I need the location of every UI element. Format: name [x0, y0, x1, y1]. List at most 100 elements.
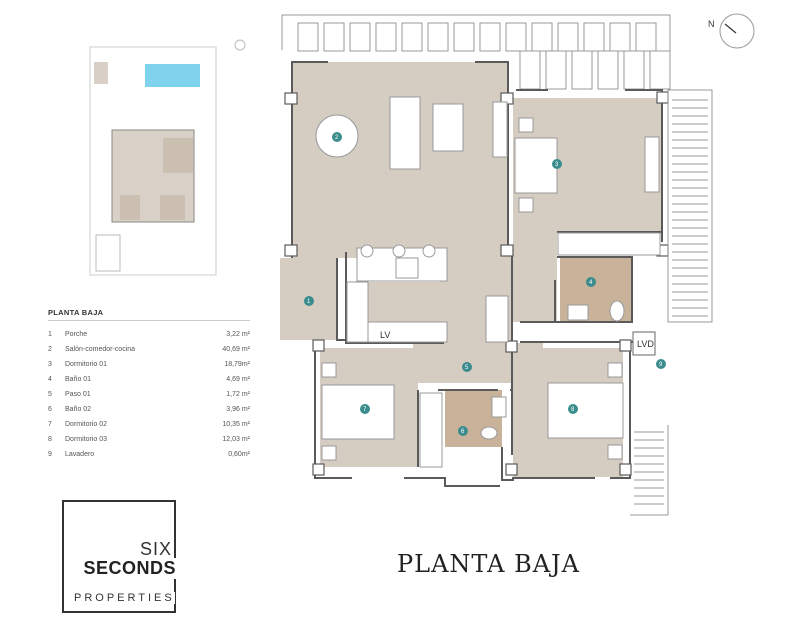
pergola-slat: [545, 50, 567, 90]
pergola-slat: [571, 50, 593, 90]
room-number: 8: [48, 436, 52, 443]
pergola-slat: [297, 22, 319, 52]
stairs: [630, 89, 713, 516]
room-number: 1: [48, 331, 52, 338]
legend-row: 7 Dormitorio 02 10,35 m²: [48, 417, 250, 432]
room-name: Salón-comedor-cocina: [65, 346, 136, 353]
room-area: 18,79m²: [224, 361, 250, 368]
legend-row: 3 Dormitorio 01 18,79m²: [48, 357, 250, 372]
pergola-slat: [375, 22, 397, 52]
room-area: 1,72 m²: [226, 391, 250, 398]
svg-text:6: 6: [461, 429, 465, 435]
pergola-slat: [623, 50, 645, 90]
logo-text-six: SIX: [139, 539, 172, 559]
pergola-slat: [531, 22, 553, 52]
room-area: 10,35 m²: [222, 421, 250, 428]
svg-text:4: 4: [589, 280, 593, 286]
walls: [291, 61, 663, 487]
svg-text:8: 8: [571, 407, 575, 413]
room-number: 5: [48, 391, 52, 398]
legend-row: 2 Salón-comedor-cocina 40,69 m²: [48, 342, 250, 357]
furniture: [315, 96, 661, 468]
marker-4: 4: [586, 277, 596, 287]
pergola-slat: [649, 50, 671, 90]
room-area: 40,69 m²: [222, 346, 250, 353]
pergola-slat: [349, 22, 371, 52]
lv-label: LV: [380, 330, 390, 340]
legend-title: PLANTA BAJA: [48, 308, 250, 321]
room-name: Paso 01: [65, 391, 91, 398]
marker-1: 1: [304, 296, 314, 306]
marker-7: 7: [360, 404, 370, 414]
legend-row: 8 Dormitorio 03 12,03 m²: [48, 432, 250, 447]
svg-text:N: N: [708, 19, 715, 29]
room-number: 4: [48, 376, 52, 383]
room-name: Baño 01: [65, 376, 92, 383]
bed-03: [547, 382, 624, 439]
svg-text:9: 9: [659, 362, 663, 368]
pergola-slat: [323, 22, 345, 52]
site-thumbnail: [89, 39, 246, 276]
marker-2: 2: [332, 132, 342, 142]
six-seconds-logo: SIX SECONDS PROPERTIES: [62, 500, 176, 613]
north-compass-icon: N: [708, 13, 755, 49]
room-area: 4,69 m²: [226, 376, 250, 383]
marker-9: 9: [656, 359, 666, 369]
marker-8: 8: [568, 404, 578, 414]
sofa: [389, 96, 421, 170]
legend-row: 1 Porche 3,22 m²: [48, 327, 250, 342]
room-number: 2: [48, 346, 52, 353]
pool: [145, 64, 200, 87]
pergola-slat: [519, 50, 541, 90]
pergola-slat: [453, 22, 475, 52]
room-area: 12,03 m²: [222, 436, 250, 443]
pergola-slat: [401, 22, 423, 52]
legend-row: 9 Lavadero 0,60m²: [48, 447, 250, 462]
room-name: Baño 02: [65, 406, 92, 413]
pergola-slat: [635, 22, 657, 52]
marker-3: 3: [552, 159, 562, 169]
logo-text-seconds: SECONDS: [79, 558, 176, 579]
room-number: 6: [48, 406, 52, 413]
room-area: 3,96 m²: [226, 406, 250, 413]
room-area: 3,22 m²: [226, 331, 250, 338]
pergola-slat: [557, 22, 579, 52]
pergola-slat: [505, 22, 527, 52]
cooktop: [395, 257, 419, 279]
room-name: Dormitorio 01: [65, 361, 108, 368]
bed-01: [514, 137, 558, 194]
page-title: PLANTA BAJA: [397, 550, 580, 578]
floor-areas: [280, 62, 662, 477]
pergola-slat: [427, 22, 449, 52]
marker-5: 5: [462, 362, 472, 372]
marker-6: 6: [458, 426, 468, 436]
legend-row: 5 Paso 01 1,72 m²: [48, 387, 250, 402]
coffee-table: [432, 103, 464, 152]
svg-text:5: 5: [465, 365, 469, 371]
room-name: Lavadero: [65, 451, 95, 458]
room-number: 9: [48, 451, 52, 458]
room-name: Porche: [65, 331, 88, 338]
room-number: 3: [48, 361, 52, 368]
room-area: 0,60m²: [228, 451, 250, 458]
logo-text-properties: PROPERTIES: [74, 592, 175, 604]
legend-row: 4 Baño 01 4,69 m²: [48, 372, 250, 387]
bed-02: [321, 384, 395, 440]
room-number: 7: [48, 421, 52, 428]
pergola-slat: [583, 22, 605, 52]
columns: [284, 91, 669, 476]
svg-text:1: 1: [307, 299, 311, 305]
room-name: Dormitorio 02: [65, 421, 108, 428]
room-markers: 1 2 3 4 5 6 7 8 9: [304, 132, 666, 436]
lavadero-box: [632, 331, 656, 356]
pergola-slat: [609, 22, 631, 52]
room-name: Dormitorio 03: [65, 436, 108, 443]
pergola-slat: [479, 22, 501, 52]
svg-text:2: 2: [335, 135, 339, 141]
room-legend: PLANTA BAJA 1 Porche 3,22 m² 2 Salón-comedo…: [48, 308, 250, 462]
svg-text:3: 3: [555, 162, 559, 168]
svg-text:7: 7: [363, 407, 367, 413]
legend-row: 6 Baño 02 3,96 m²: [48, 402, 250, 417]
pergola-slat: [597, 50, 619, 90]
